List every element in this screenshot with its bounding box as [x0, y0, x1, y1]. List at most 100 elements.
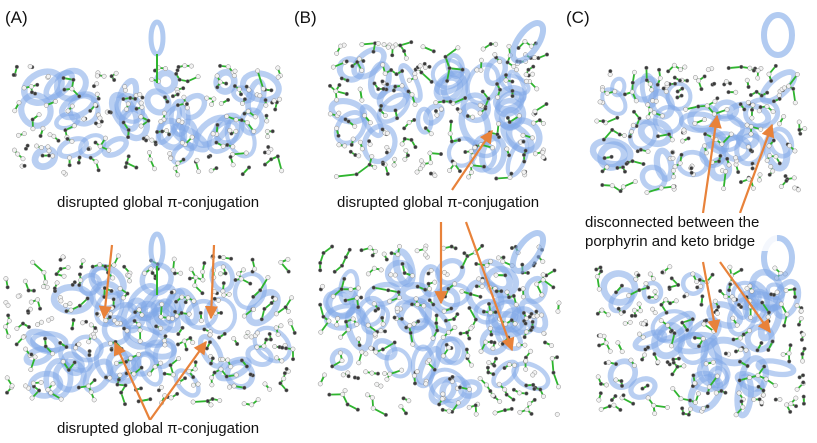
carbon-atom	[622, 92, 627, 97]
carbon-atom	[544, 102, 549, 107]
carbon-atom	[619, 283, 624, 288]
isosurface-ring	[127, 283, 160, 315]
hydrogen-atom	[466, 386, 472, 392]
hydrogen-atom	[340, 372, 346, 378]
carbon-atom	[77, 303, 82, 308]
hydrogen-atom	[493, 41, 499, 47]
carbon-atom	[429, 79, 434, 84]
carbon-atom	[797, 375, 802, 380]
carbon-atom	[345, 402, 350, 407]
hydrogen-atom	[743, 347, 749, 353]
hydrogen-atom	[335, 316, 341, 322]
hydrogen-atom	[226, 291, 232, 297]
hydrogen-atom	[528, 348, 534, 354]
hydrogen-atom	[629, 129, 635, 135]
hydrogen-atom	[644, 190, 650, 195]
hydrogen-atom	[6, 318, 12, 324]
hydrogen-atom	[381, 251, 387, 257]
carbon-atom	[524, 383, 529, 388]
carbon-atom	[551, 285, 556, 290]
carbon-atom	[226, 97, 231, 102]
hydrogen-atom	[671, 174, 677, 180]
hydrogen-atom	[488, 310, 493, 316]
carbon-atom	[766, 310, 771, 315]
carbon-atom	[598, 391, 603, 396]
arrow-a-bottom-3	[113, 341, 152, 421]
carbon-atom	[750, 166, 755, 171]
carbon-atom	[111, 297, 116, 302]
carbon-atom	[93, 326, 98, 331]
carbon-atom	[380, 127, 385, 132]
hydrogen-atom	[757, 172, 763, 178]
hydrogen-atom	[186, 311, 192, 317]
carbon-atom	[615, 115, 620, 120]
carbon-atom	[672, 75, 677, 80]
hydrogen-atom	[137, 92, 143, 97]
carbon-atom	[126, 154, 131, 159]
hydrogen-atom	[759, 400, 765, 405]
hydrogen-atom	[409, 273, 415, 279]
hydrogen-atom	[168, 395, 174, 401]
hydrogen-atom	[432, 173, 438, 179]
hydrogen-atom	[327, 111, 333, 117]
carbon-atom	[669, 328, 674, 333]
isosurface-ring	[672, 331, 718, 355]
carbon-atom	[14, 64, 19, 69]
hydrogen-atom	[441, 308, 447, 314]
hydrogen-atom	[179, 140, 185, 146]
carbon-atom	[495, 81, 500, 87]
caption-a-top: disrupted global π-conjugation	[55, 194, 262, 211]
isosurface-ring	[361, 123, 398, 165]
hydrogen-atom	[362, 113, 368, 119]
hydrogen-atom	[794, 71, 800, 77]
hydrogen-atom	[792, 100, 798, 106]
carbon-atom	[217, 335, 222, 340]
hydrogen-atom	[770, 109, 776, 115]
carbon-atom	[347, 247, 352, 252]
hydrogen-atom	[231, 73, 237, 79]
hydrogen-atom	[255, 397, 261, 402]
hydrogen-atom	[532, 108, 538, 114]
carbon-atom	[522, 159, 527, 164]
carbon-atom	[202, 261, 207, 266]
hydrogen-atom	[638, 308, 643, 314]
hydrogen-atom	[554, 411, 560, 417]
bond	[276, 156, 283, 171]
hydrogen-atom	[645, 395, 651, 401]
carbon-atom	[58, 340, 63, 345]
carbon-atom	[385, 82, 390, 87]
hydrogen-atom	[86, 339, 92, 345]
carbon-atom	[691, 373, 696, 378]
hydrogen-atom	[632, 179, 638, 184]
hydrogen-atom	[406, 398, 412, 404]
hydrogen-atom	[368, 345, 374, 351]
bond	[552, 372, 560, 388]
carbon-atom	[431, 49, 436, 54]
hydrogen-atom	[16, 132, 21, 138]
hydrogen-atom	[388, 272, 394, 278]
carbon-atom	[412, 117, 417, 122]
carbon-atom	[204, 346, 209, 351]
carbon-atom	[402, 270, 407, 276]
hydrogen-atom	[658, 185, 664, 191]
carbon-atom	[31, 288, 36, 293]
hydrogen-atom	[359, 41, 365, 47]
hydrogen-atom	[748, 131, 754, 137]
hydrogen-atom	[440, 353, 446, 359]
carbon-atom	[415, 284, 420, 289]
carbon-atom	[224, 81, 229, 86]
carbon-atom	[229, 256, 234, 261]
hydrogen-atom	[521, 169, 527, 175]
hydrogen-atom	[96, 122, 102, 128]
carbon-atom	[238, 92, 244, 97]
carbon-atom	[122, 264, 127, 269]
carbon-atom	[505, 115, 510, 120]
hydrogen-atom	[682, 64, 688, 70]
carbon-atom	[239, 358, 244, 363]
hydrogen-atom	[224, 113, 230, 119]
hydrogen-atom	[91, 334, 97, 340]
hydrogen-atom	[188, 266, 194, 272]
carbon-atom	[248, 372, 253, 377]
carbon-atom	[725, 156, 730, 161]
carbon-atom	[710, 272, 715, 277]
